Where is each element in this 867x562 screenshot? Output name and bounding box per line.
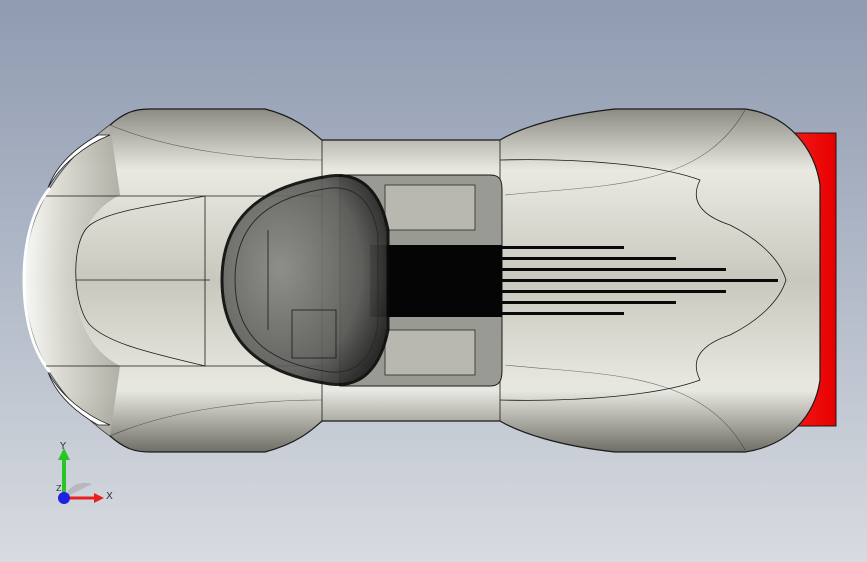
- front-lip-lower: [22, 279, 52, 373]
- front-nose: [24, 125, 120, 436]
- vent-stripe: [502, 312, 624, 315]
- rear-fender-lower: [504, 364, 746, 451]
- hood-intake: [75, 195, 206, 367]
- vent-stripe: [502, 290, 726, 293]
- x-axis-arrow: [94, 493, 104, 503]
- triad-arc: [64, 482, 92, 498]
- rear-deck-upper: [499, 159, 787, 281]
- vent-stripe: [502, 246, 624, 249]
- z-axis-dot: [58, 492, 70, 504]
- engine-vents: [502, 246, 778, 315]
- canopy-frame: [234, 187, 379, 373]
- vent-stripe: [502, 268, 726, 271]
- x-axis-label: X: [106, 491, 113, 502]
- y-axis-arrow: [58, 448, 70, 460]
- front-lip: [22, 187, 52, 281]
- y-axis-label: Y: [60, 441, 67, 452]
- rear-deck-lower: [499, 279, 787, 401]
- dashboard-box: [291, 309, 337, 359]
- vent-stripe: [502, 257, 676, 260]
- rear-fender-upper: [504, 109, 746, 196]
- front-fender-upper: [109, 124, 323, 161]
- front-splitter-top: [47, 134, 111, 189]
- triad-axes: [58, 448, 104, 504]
- orientation-triad[interactable]: Y X Z: [40, 440, 120, 510]
- center-tunnel: [370, 245, 502, 317]
- canopy[interactable]: [220, 173, 390, 387]
- seat-right: [384, 329, 476, 376]
- vent-stripe: [502, 301, 676, 304]
- seat-left: [384, 184, 476, 231]
- hood-panel: [46, 195, 206, 367]
- vent-stripe: [502, 279, 778, 282]
- z-axis-label: Z: [56, 484, 62, 493]
- front-splitter-bottom: [47, 371, 111, 426]
- front-fender-lower: [109, 399, 323, 437]
